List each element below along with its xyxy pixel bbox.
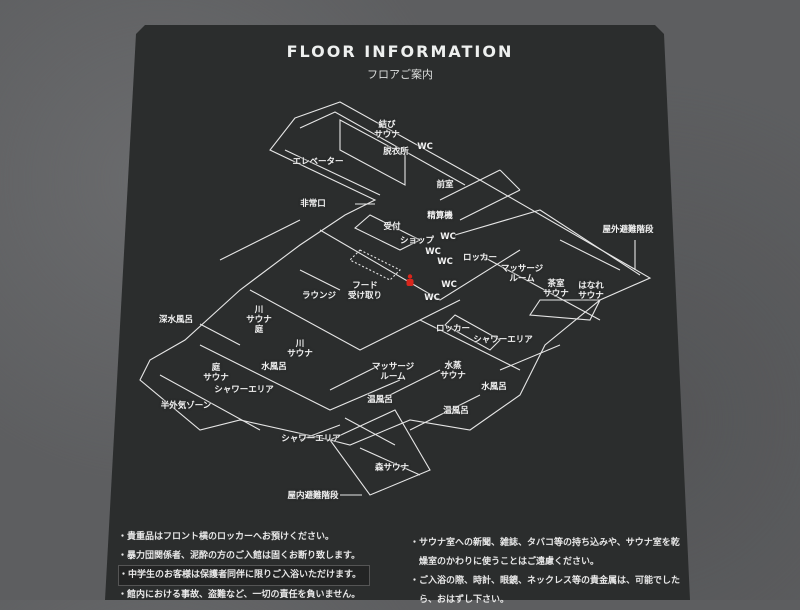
map-label: WC xyxy=(437,257,453,267)
map-label: 屋内避難階段 xyxy=(287,491,339,501)
note: ・暴力団関係者、泥酔の方のご入館は固くお断り致します。 xyxy=(118,550,361,561)
note: ら、おはずし下さい。 xyxy=(410,595,510,605)
map-label: 半外気ゾーン xyxy=(160,401,212,411)
note: ・中学生のお客様は保護者同伴に限りご入浴いただけます。 xyxy=(118,565,371,586)
map-label: ロッカー xyxy=(435,324,471,334)
map-label: エレベーター xyxy=(292,157,344,167)
notes-left: ・貴重品はフロント横のロッカーへお預けください。 ・暴力団関係者、泥酔の方のご入… xyxy=(118,528,371,604)
map-label: WC xyxy=(441,280,457,290)
map-label: マッサージ ルーム xyxy=(371,362,415,382)
map-label: 川 サウナ xyxy=(287,339,313,359)
map-label: 結び サウナ xyxy=(374,120,400,140)
map-label: 脱衣所 xyxy=(383,147,409,157)
note: ・貴重品はフロント横のロッカーへお預けください。 xyxy=(118,532,335,542)
map-label: 森サウナ xyxy=(374,463,410,473)
map-label: 水蒸 サウナ xyxy=(440,361,466,381)
map-label: 前室 xyxy=(436,180,454,190)
map-label: WC xyxy=(425,247,441,257)
note: ・ご入浴の際、時計、眼鏡、ネックレス等の貴金属は、可能でした xyxy=(410,576,681,586)
map-label: 温風呂 xyxy=(367,395,393,405)
current-location-person-icon xyxy=(406,274,414,286)
map-label: ロッカー xyxy=(462,253,498,263)
note: ・サウナ室への新聞、雑誌、タバコ等の持ち込みや、サウナ室を乾 xyxy=(410,538,680,548)
map-label: 水風呂 xyxy=(481,382,507,392)
map-label: WC xyxy=(417,142,433,152)
map-label: 川 サウナ 庭 xyxy=(246,305,272,335)
map-label: 温風呂 xyxy=(443,406,469,416)
map-label: 庭 サウナ xyxy=(203,363,229,383)
map-label: ラウンジ xyxy=(301,291,337,301)
map-label: 深水風呂 xyxy=(158,315,194,325)
map-label: 受付 xyxy=(383,222,401,232)
map-label: 茶室 サウナ xyxy=(543,279,569,299)
note: ・館内における事故、盗難など、一切の責任を負いません。 xyxy=(118,589,361,600)
map-label: 精算機 xyxy=(427,211,453,221)
map-label: シャワーエリア xyxy=(214,385,274,395)
map-label: 水風呂 xyxy=(261,362,287,372)
map-label: はなれ サウナ xyxy=(578,281,604,301)
sign-title: FLOOR INFORMATION xyxy=(286,42,514,61)
map-label: シャワーエリア xyxy=(281,434,341,444)
map-label: シャワーエリア xyxy=(473,335,533,345)
map-label: 屋外避難階段 xyxy=(602,225,654,235)
notes-right: ・サウナ室への新聞、雑誌、タバコ等の持ち込みや、サウナ室を乾 燥室のかわりに使う… xyxy=(410,534,680,610)
note: 燥室のかわりに使うことはご遠慮ください。 xyxy=(410,557,600,567)
map-label: ショップ xyxy=(399,236,435,246)
map-label: フード 受け取り xyxy=(347,281,383,301)
map-label: マッサージ ルーム xyxy=(500,264,544,284)
map-label: 非常口 xyxy=(300,199,326,209)
map-label: WC xyxy=(424,293,440,303)
sign-subtitle: フロアご案内 xyxy=(367,68,433,81)
map-label: WC xyxy=(440,232,456,242)
